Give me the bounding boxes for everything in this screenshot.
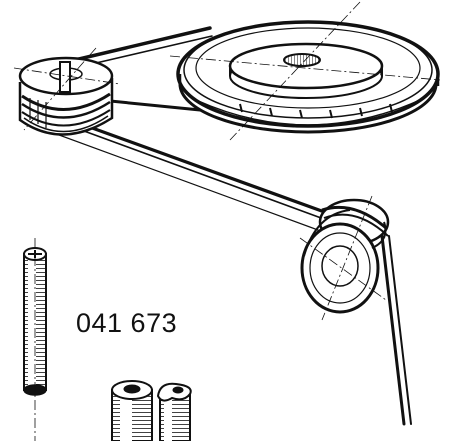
large-drive-pulley — [169, 1, 441, 141]
shaft-pin — [23, 238, 47, 441]
small-split-pulley — [13, 47, 121, 136]
part-number-label: 041 673 — [76, 308, 178, 338]
tube-sleeves — [111, 380, 192, 442]
drive-belt — [39, 26, 412, 426]
idler-roller — [299, 195, 390, 321]
